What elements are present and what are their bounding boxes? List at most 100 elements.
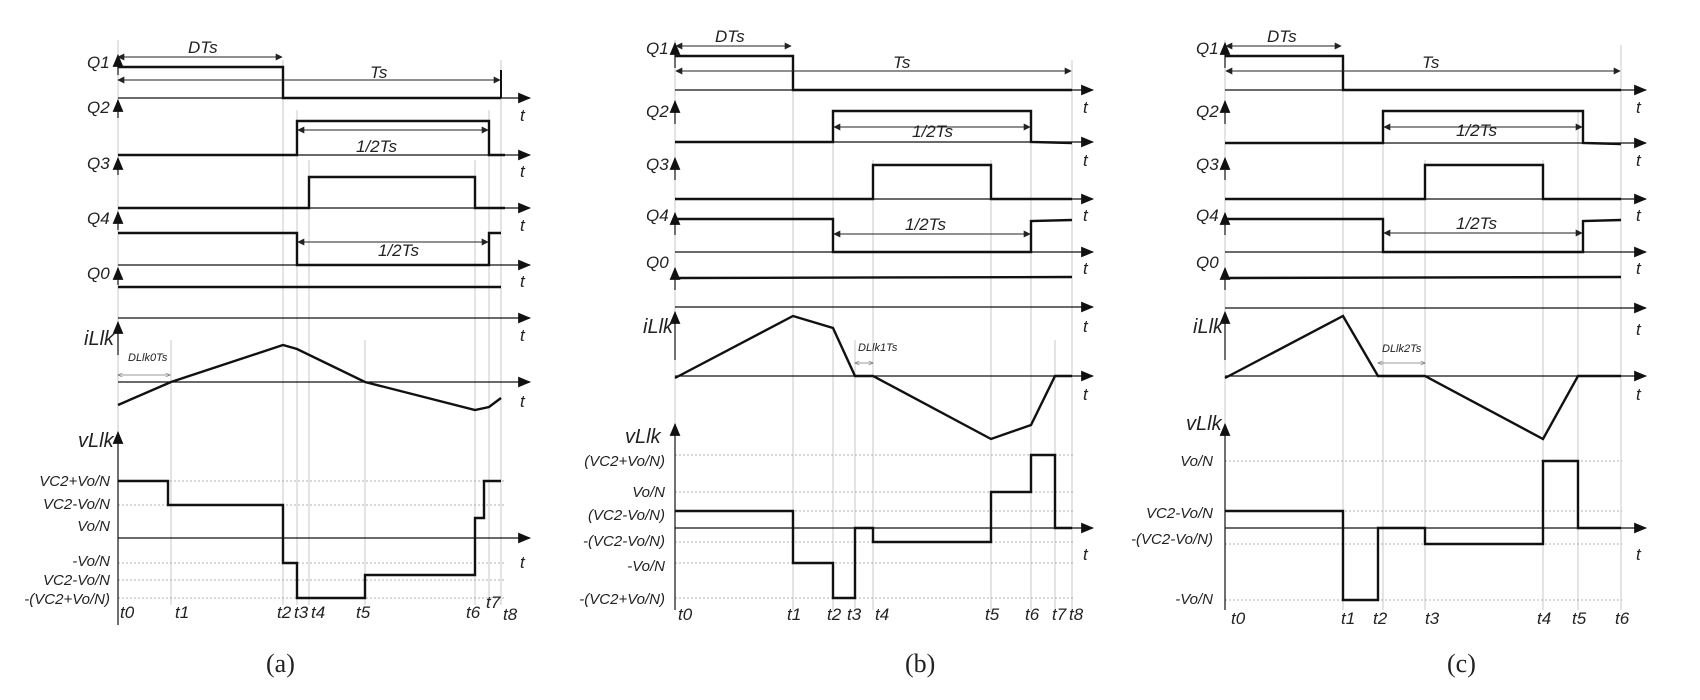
axis-t-b-2: t — [1083, 151, 1089, 170]
caption-b: (b) — [905, 649, 935, 678]
level-a-1: VC2+Vo/N — [39, 473, 110, 490]
level-a-6: -(VC2+Vo/N) — [24, 591, 110, 608]
tick-labels-b: t0 t1 t2 t3 t4 t5 t6 t7 t8 — [678, 605, 1084, 624]
axes-a — [112, 53, 532, 625]
level-a-2: VC2-Vo/N — [43, 496, 110, 513]
label-half-ts-c1: 1/2Ts — [1456, 121, 1497, 140]
level-b-4: -(VC2-Vo/N) — [583, 533, 665, 550]
sig-q3-a: Q3 — [87, 154, 110, 173]
tick-b-t0: t0 — [678, 605, 693, 624]
axis-t-b-1: t — [1083, 98, 1089, 117]
level-b-1: (VC2+Vo/N) — [584, 453, 665, 470]
axis-t-a-5: t — [520, 326, 526, 345]
label-half-ts-b2: 1/2Ts — [905, 215, 946, 234]
caption-a: (a) — [266, 649, 295, 678]
label-dts-b: DTs — [715, 27, 745, 46]
illk-waveform-a — [117, 343, 502, 412]
level-lines-c — [1225, 460, 1622, 601]
tick-a-t6: t6 — [466, 603, 481, 622]
label-ts-a: Ts — [370, 63, 388, 82]
q4-waveform-c — [1225, 217, 1622, 254]
vllk-waveform-c — [1225, 459, 1621, 602]
axis-t-c-1: t — [1636, 98, 1642, 117]
sig-q4-c: Q4 — [1196, 206, 1219, 225]
q2-waveform-b — [675, 109, 1073, 145]
caption-c: (c) — [1447, 649, 1476, 678]
level-a-5: VC2-Vo/N — [43, 572, 110, 589]
axis-t-a-6: t — [520, 392, 526, 411]
level-labels-b: (VC2+Vo/N) Vo/N (VC2-Vo/N) -(VC2-Vo/N) -… — [579, 453, 665, 608]
tick-c-t0: t0 — [1231, 609, 1246, 628]
annotations-b: DTs Ts 1/2Ts 1/2Ts DLlk1Ts — [675, 27, 1072, 363]
axis-t-b-3: t — [1083, 206, 1089, 225]
tick-a-t4: t4 — [311, 603, 325, 622]
axis-t-b-6: t — [1083, 385, 1089, 404]
label-dllk2-c: DLlk2Ts — [1382, 343, 1422, 355]
tick-a-t3: t3 — [294, 603, 309, 622]
axis-t-a-7: t — [520, 553, 526, 572]
axis-t-labels-a: t t t t t t t — [520, 106, 526, 572]
tick-b-t2: t2 — [827, 605, 842, 624]
panel-a: DTs Ts 1/2Ts 1/2Ts DLlk0Ts Q1 Q2 Q3 Q4 Q… — [24, 38, 532, 678]
axis-t-a-1: t — [520, 106, 526, 125]
axis-t-b-4: t — [1083, 259, 1089, 278]
illk-waveform-c — [1224, 314, 1621, 441]
tick-c-t5: t5 — [1572, 609, 1587, 628]
panel-c: DTs Ts 1/2Ts 1/2Ts DLlk2Ts Q1 Q2 Q3 Q4 Q… — [1131, 27, 1648, 678]
q1-waveform-a — [118, 65, 501, 100]
sig-q3-b: Q3 — [646, 155, 669, 174]
tick-a-t1: t1 — [175, 603, 189, 622]
tick-b-t1: t1 — [787, 605, 801, 624]
sig-q3-c: Q3 — [1196, 155, 1219, 174]
sig-q0-c: Q0 — [1196, 253, 1219, 272]
level-lines-a — [118, 480, 505, 599]
tick-b-t7: t7 — [1052, 605, 1067, 624]
tick-a-t0: t0 — [120, 603, 135, 622]
axis-t-c-2: t — [1636, 151, 1642, 170]
sig-illk-c: iLlk — [1193, 316, 1224, 338]
level-lines-b — [675, 454, 1075, 599]
axis-t-c-7: t — [1636, 545, 1642, 564]
sig-vllk-a: vLlk — [78, 430, 115, 452]
sig-illk-a: iLlk — [84, 328, 115, 350]
q3-waveform-b — [675, 163, 1072, 201]
tick-a-t5: t5 — [356, 603, 371, 622]
label-half-ts-c2: 1/2Ts — [1456, 214, 1497, 233]
axis-t-a-2: t — [520, 162, 526, 181]
q2-waveform-a — [118, 119, 505, 157]
level-a-3: Vo/N — [77, 518, 110, 535]
level-a-4: -Vo/N — [72, 553, 110, 570]
signal-labels-b: Q1 Q2 Q3 Q4 Q0 iLlk vLlk — [625, 39, 674, 448]
axis-t-c-4: t — [1636, 259, 1642, 278]
tick-labels-c: t0 t1 t2 t3 t4 t5 t6 — [1231, 609, 1630, 628]
vllk-waveform-b — [675, 453, 1072, 600]
tick-c-t4: t4 — [1537, 609, 1551, 628]
label-half-ts-b1: 1/2Ts — [912, 122, 953, 141]
label-dllk0-a: DLlk0Ts — [128, 352, 168, 364]
label-half-ts-a2: 1/2Ts — [378, 241, 419, 260]
level-labels-c: Vo/N VC2-Vo/N -(VC2-Vo/N) -Vo/N — [1131, 453, 1213, 608]
q1-waveform-b — [675, 54, 1072, 92]
level-c-2: VC2-Vo/N — [1146, 505, 1213, 522]
q4-waveform-b — [675, 217, 1073, 254]
q0-waveform-c — [1224, 275, 1622, 280]
q3-waveform-c — [1225, 163, 1621, 201]
label-ts-c: Ts — [1422, 53, 1440, 72]
q3-waveform-a — [118, 175, 505, 210]
axis-t-labels-b: t t t t t t t — [1083, 98, 1089, 564]
tick-c-t3: t3 — [1425, 609, 1440, 628]
tick-c-t6: t6 — [1615, 609, 1630, 628]
guide-lines-b — [674, 40, 1073, 610]
sig-q2-c: Q2 — [1196, 102, 1219, 121]
tick-a-t8: t8 — [503, 605, 518, 624]
sig-q1-b: Q1 — [646, 39, 669, 58]
axis-t-c-5: t — [1636, 320, 1642, 339]
level-c-4: -Vo/N — [1175, 591, 1213, 608]
signal-labels-c: Q1 Q2 Q3 Q4 Q0 iLlk vLlk — [1186, 39, 1224, 435]
signal-labels-a: Q1 Q2 Q3 Q4 Q0 iLlk vLlk — [78, 53, 115, 452]
tick-labels-a: t0 t1 t2 t3 t4 t5 t6 t7 t8 — [120, 593, 518, 624]
level-b-2: Vo/N — [632, 484, 665, 501]
annotations-c: DTs Ts 1/2Ts 1/2Ts DLlk2Ts — [1225, 27, 1621, 363]
level-b-5: -Vo/N — [627, 558, 665, 575]
